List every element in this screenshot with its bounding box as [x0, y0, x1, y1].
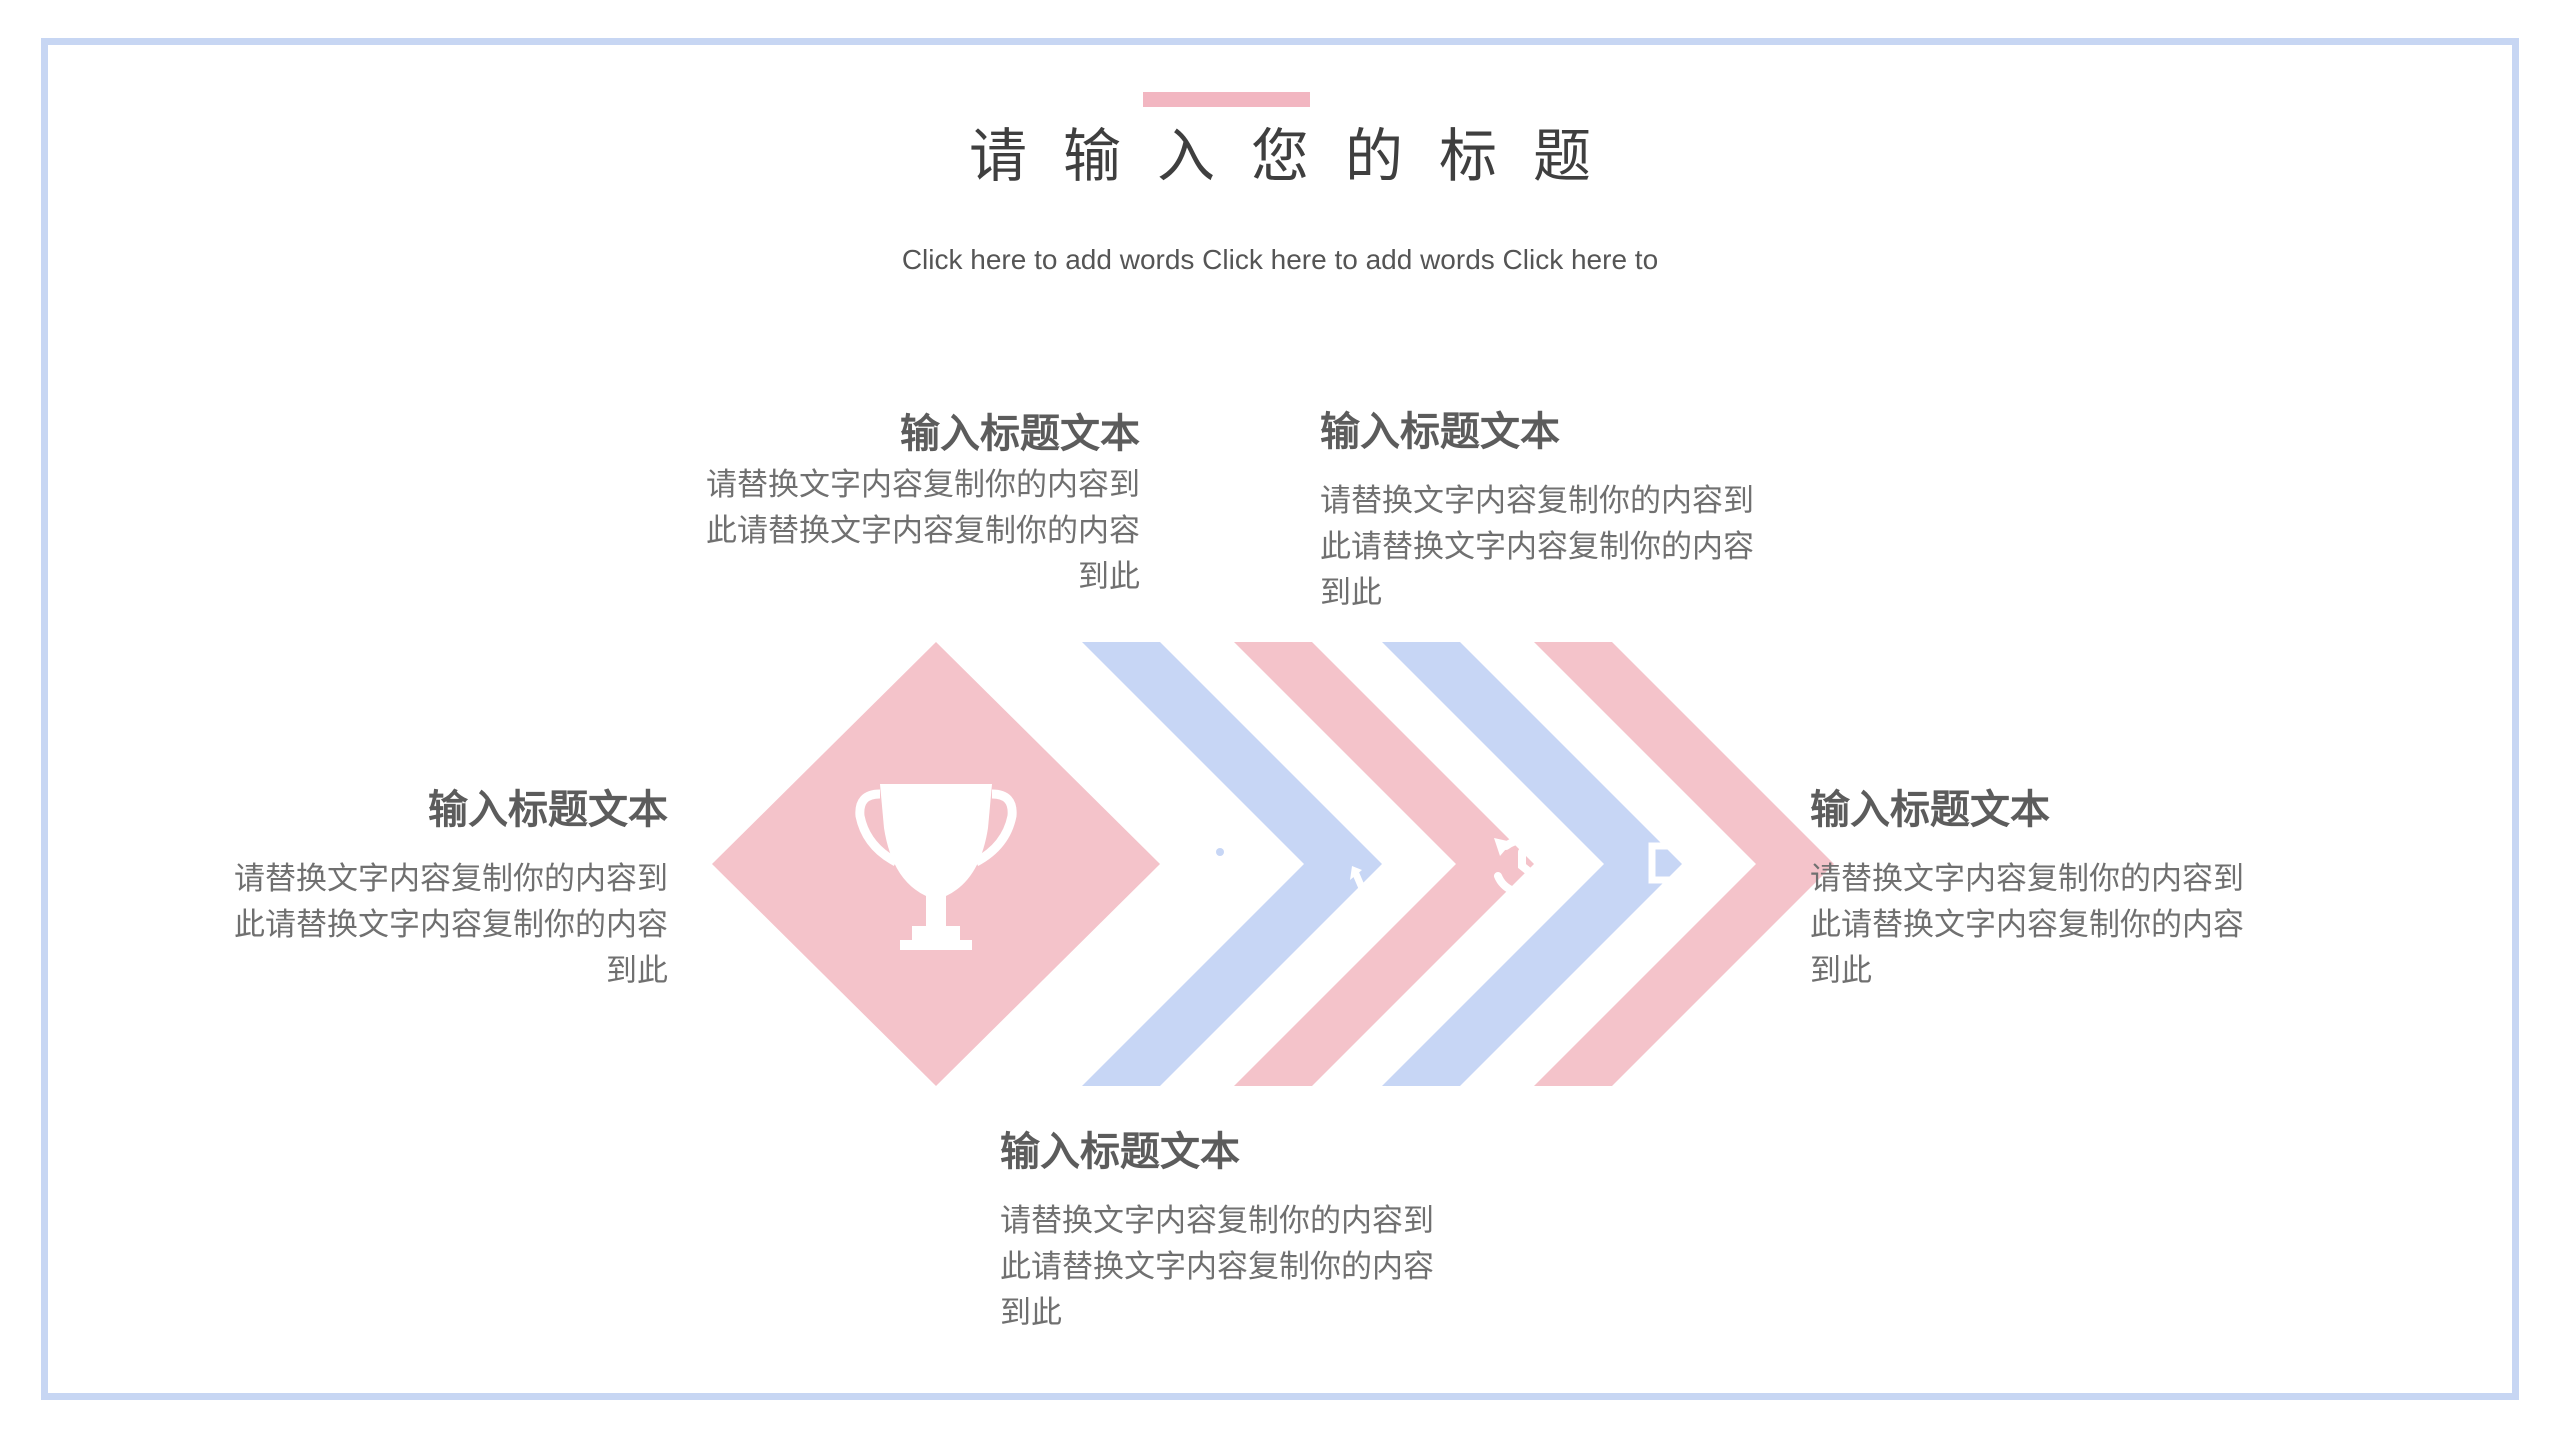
- item-heading[interactable]: 输入标题文本: [900, 411, 1140, 457]
- item-heading[interactable]: 输入标题文本: [1000, 1129, 1240, 1175]
- item-body[interactable]: 请替换文字内容复制你的内容到此请替换文字内容复制你的内容到此: [1810, 861, 2244, 989]
- title-accent-bar: [1143, 92, 1310, 107]
- item-body[interactable]: 请替换文字内容复制你的内容到此请替换文字内容复制你的内容到此: [1000, 1203, 1434, 1331]
- item-body[interactable]: 请替换文字内容复制你的内容到此请替换文字内容复制你的内容到此: [1320, 483, 1754, 611]
- chevron-shape-4: [1534, 642, 1834, 1086]
- chevron-shape-3: [1382, 642, 1682, 1086]
- slide-subtitle[interactable]: Click here to add words Click here to ad…: [901, 244, 1659, 275]
- item-body[interactable]: 请替换文字内容复制你的内容到此请替换文字内容复制你的内容到此: [706, 467, 1140, 595]
- slide-title[interactable]: 请输入您的标题: [968, 122, 1627, 190]
- slide-frame: [41, 38, 2519, 1400]
- item-heading[interactable]: 输入标题文本: [1320, 409, 1560, 455]
- history-icon: [1494, 836, 1553, 897]
- monitor-icon: [1648, 842, 1704, 898]
- tag-icon: [1208, 840, 1280, 896]
- recycle-icon: [1350, 835, 1413, 896]
- item-heading[interactable]: 输入标题文本: [428, 787, 668, 833]
- chevron-shape-1: [1082, 642, 1382, 1086]
- item-middle-left: 输入标题文本 请替换文字内容复制你的内容到此请替换文字内容复制你的内容到此: [208, 788, 668, 994]
- item-bottom: 输入标题文本 请替换文字内容复制你的内容到此请替换文字内容复制你的内容到此: [1000, 1130, 1460, 1336]
- chevron-shape-2: [1234, 642, 1534, 1086]
- item-body[interactable]: 请替换文字内容复制你的内容到此请替换文字内容复制你的内容到此: [234, 861, 668, 989]
- trophy-icon: [855, 784, 1017, 950]
- item-heading[interactable]: 输入标题文本: [1810, 787, 2050, 833]
- item-middle-right: 输入标题文本 请替换文字内容复制你的内容到此请替换文字内容复制你的内容到此: [1810, 788, 2270, 994]
- item-top-right: 输入标题文本 请替换文字内容复制你的内容到此请替换文字内容复制你的内容到此: [1320, 410, 1780, 616]
- item-top-left: 输入标题文本 请替换文字内容复制你的内容到此请替换文字内容复制你的内容到此: [670, 412, 1140, 600]
